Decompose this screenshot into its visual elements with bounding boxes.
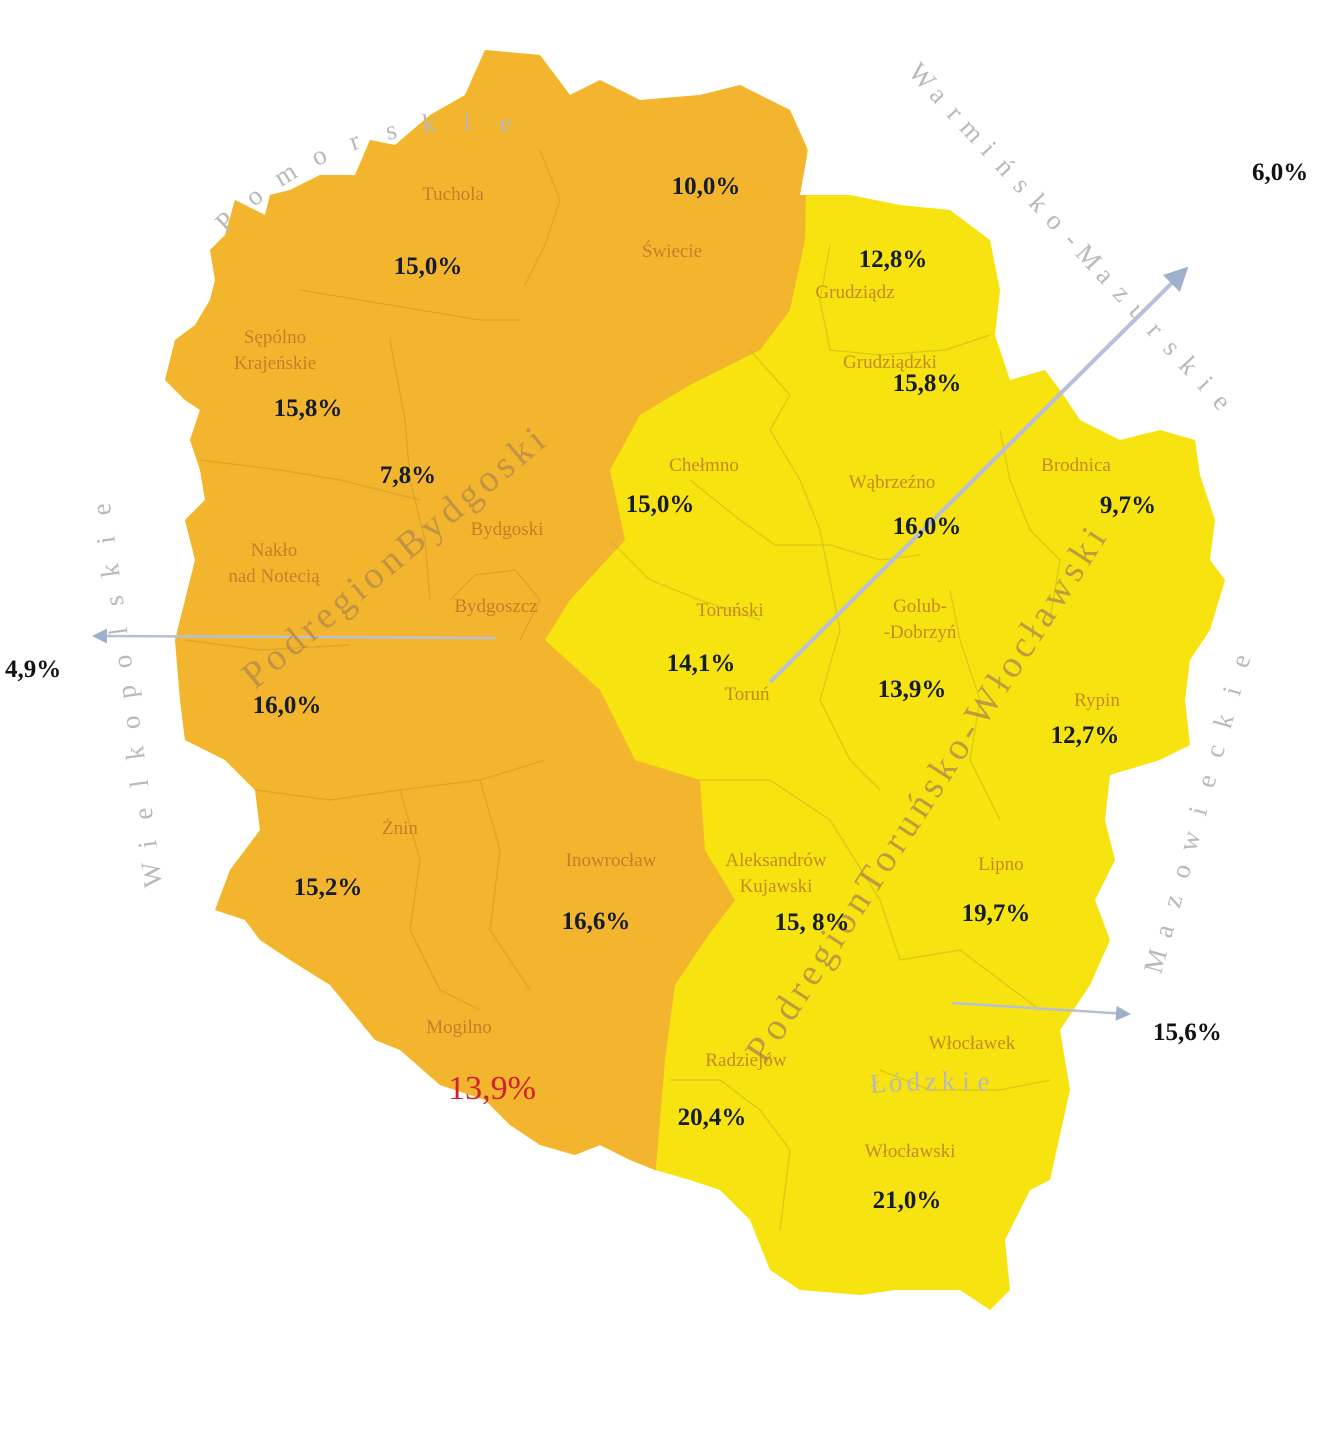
nbMaz-char: M	[1138, 939, 1175, 977]
county-value: 15,8%	[893, 370, 962, 397]
county-value: 20,4%	[678, 1104, 747, 1131]
nbLod-char: Ł	[869, 1067, 894, 1098]
nbWlk-char: k	[118, 737, 151, 761]
county-name: Włocławek	[929, 1033, 1016, 1054]
arrow-warminsko	[768, 266, 1189, 684]
nbWlk-char: p	[110, 677, 143, 701]
county-value: 7,8%	[380, 462, 436, 489]
bydgoski-subregion-area	[165, 50, 810, 1200]
nbWlk-char: e	[127, 799, 159, 822]
nbMaz-char: i	[1182, 796, 1215, 818]
nbLod-char: d	[906, 1066, 927, 1097]
nbMaz-char: a	[1148, 914, 1182, 940]
county-name: Wąbrzeźno	[849, 472, 936, 493]
nbPom-char: r	[345, 123, 370, 157]
county-name: Kujawski	[740, 876, 813, 897]
county-value-highlighted: 13,9%	[448, 1070, 536, 1107]
county-name: Lipno	[978, 854, 1023, 875]
county-name: nad Notecią	[228, 566, 320, 587]
county-name: Aleksandrów	[725, 850, 827, 871]
county-value: 14,1%	[667, 650, 736, 677]
county-name: Brodnica	[1041, 455, 1111, 476]
nbWlk-char: W	[134, 853, 168, 889]
county-name: Mogilno	[426, 1017, 491, 1038]
nbWlk-char: o	[114, 707, 147, 731]
arrow-mazowieckie	[951, 1001, 1131, 1021]
county-value: 12,8%	[859, 246, 928, 273]
county-name: Rypin	[1074, 690, 1120, 711]
nbLod-char: ó	[888, 1067, 910, 1098]
county-name: Radziejów	[705, 1050, 787, 1071]
nbPom-char: e	[498, 107, 520, 139]
nbMaz-char: k	[1207, 704, 1241, 732]
county-value: 15, 8%	[775, 909, 850, 936]
value-mazowieckie: 15,6%	[1153, 1019, 1222, 1046]
nbPom-char: o	[306, 136, 337, 172]
county-value: 10,0%	[672, 173, 741, 200]
nbWlk-char: o	[106, 646, 139, 670]
nbLod-char: i	[962, 1066, 977, 1096]
county-name: Grudziądzki	[843, 352, 937, 373]
county-value: 12,7%	[1051, 722, 1120, 749]
county-value: 15,8%	[274, 395, 343, 422]
nbMaz-char: w	[1172, 821, 1208, 855]
county-value: 13,9%	[878, 676, 947, 703]
nbWlk-char: i	[131, 832, 163, 850]
county-name: Świecie	[642, 240, 702, 262]
nbMaz-char: e	[1190, 764, 1224, 790]
nbWlk-char: k	[93, 555, 126, 579]
county-name: Włocławski	[865, 1141, 956, 1162]
nbWlk-char: l	[102, 619, 134, 637]
county-value: 9,7%	[1100, 492, 1156, 519]
county-name: Chełmno	[669, 455, 739, 476]
county-value: 16,0%	[253, 692, 322, 719]
county-value: 21,0%	[873, 1187, 942, 1214]
county-value: 15,2%	[294, 874, 363, 901]
nbWar-char: e	[1207, 387, 1242, 421]
county-labels: Tuchola 15,0% Świecie 10,0% Grudziądz 12,8% Gr…	[228, 173, 1156, 1214]
nbWlk-char: e	[85, 495, 117, 518]
county-name: -Dobrzyń	[884, 622, 957, 643]
nbLod-char: e	[977, 1066, 997, 1097]
nbMaz-char: o	[1165, 854, 1199, 882]
county-value: 15,0%	[626, 491, 695, 518]
county-name: Żnin	[382, 818, 418, 839]
county-name: Inowrocław	[566, 850, 657, 871]
county-value: 16,0%	[893, 513, 962, 540]
county-value: 16,6%	[562, 908, 631, 935]
county-name: Bydgoszcz	[454, 596, 537, 617]
county-name: Tuchola	[422, 184, 484, 205]
nbWlk-char: s	[98, 587, 130, 608]
county-name: Bydgoski	[471, 519, 544, 540]
value-wielkopolskie: 4,9%	[5, 656, 61, 683]
county-name: Toruń	[724, 684, 770, 705]
county-name: Sępólno	[244, 327, 306, 348]
county-value: 15,0%	[394, 253, 463, 280]
nbMaz-char: e	[1224, 644, 1258, 670]
county-name: Toruński	[696, 600, 763, 621]
nbWlk-char: l	[123, 771, 155, 789]
nbMaz-char: z	[1156, 884, 1190, 910]
county-name: Grudziądz	[815, 282, 894, 303]
nbLod-char: k	[942, 1066, 963, 1096]
county-name: Krajeńskie	[234, 353, 316, 374]
county-name: Golub-	[893, 596, 947, 617]
nbPom-char: s	[383, 113, 407, 146]
arrow-wielkopolskie	[92, 628, 496, 644]
nbLod-char: z	[925, 1066, 944, 1096]
nbPom-char: i	[463, 106, 478, 136]
nbWlk-char: i	[89, 527, 121, 545]
nbMaz-char: c	[1199, 734, 1233, 760]
county-name: Nakło	[251, 540, 297, 561]
county-value: 19,7%	[962, 900, 1031, 927]
nbMaz-char: i	[1216, 676, 1249, 698]
value-warminsko: 6,0%	[1252, 159, 1308, 186]
nbPom-char: k	[420, 107, 444, 139]
